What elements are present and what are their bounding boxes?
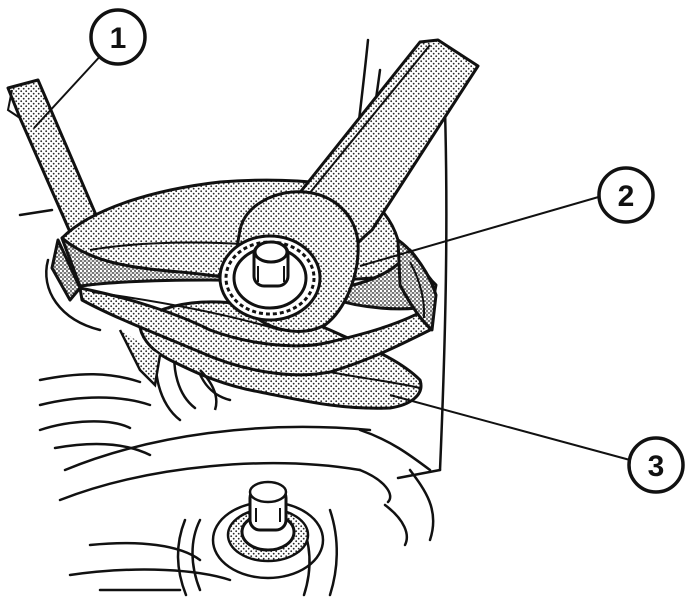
callout-1-label: 1	[110, 22, 127, 55]
lower-valve-spring	[211, 480, 325, 580]
leader-line-3	[389, 394, 631, 461]
adjusting-nut	[218, 234, 322, 322]
callout-3-label: 3	[648, 450, 665, 483]
callout-2: 2	[597, 166, 655, 224]
leader-lines	[33, 51, 631, 461]
callout-3: 3	[627, 436, 685, 494]
leader-line-2	[359, 195, 603, 267]
leader-line-1	[33, 51, 105, 129]
callout-1: 1	[89, 8, 147, 66]
callout-2-label: 2	[618, 180, 635, 213]
